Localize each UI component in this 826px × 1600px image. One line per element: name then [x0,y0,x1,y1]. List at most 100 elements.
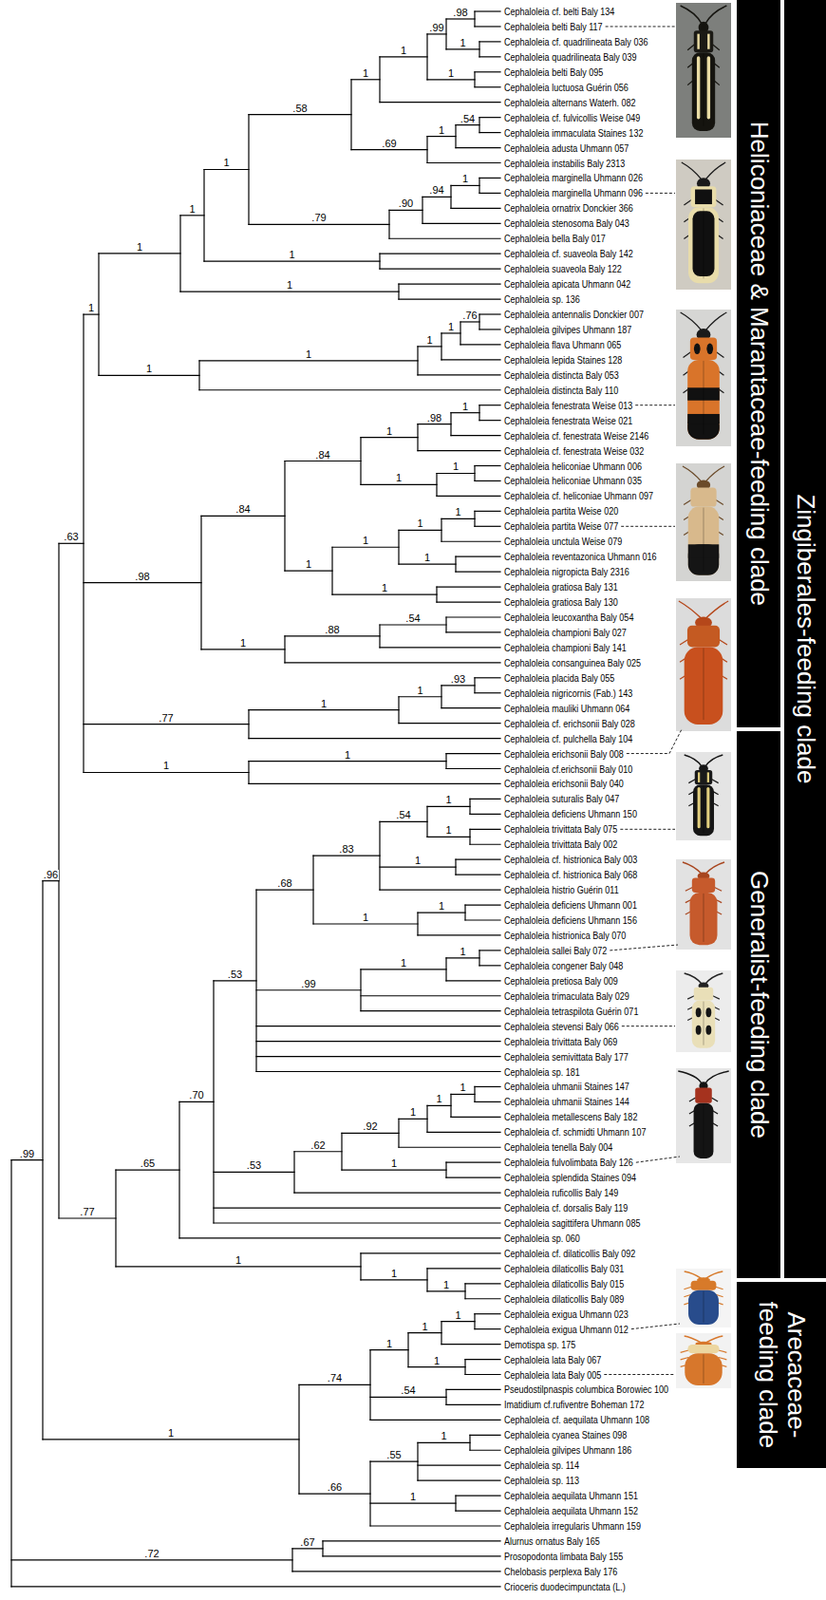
stripe [707,34,710,50]
taxon-label: Crioceris duodecimpunctata (L.) [504,1579,626,1594]
taxon-label: Cephaloleia gilvipes Uhmann 187 [504,322,632,337]
antenna [684,973,702,984]
tree-branch [398,722,501,724]
tree-branch [479,192,501,194]
support-value: .99 [300,978,317,990]
suture [703,647,705,720]
tree-branch [445,617,447,633]
tree-branch [397,283,399,300]
tree-branch [450,413,451,436]
taxon-label: Cephaloleia tetraspilota Guérin 071 [504,1004,639,1018]
support-value: .70 [187,1089,205,1101]
tree-branch [455,571,501,573]
tree-branch [417,1480,501,1482]
tree-branch [213,1206,501,1208]
tree-branch [57,543,59,1219]
support-value: .66 [326,1482,343,1493]
support-value: .83 [337,844,355,855]
support-value: .54 [404,613,421,624]
tree-branch [469,1434,501,1436]
taxon-label: Cephaloleia luctuosa Guérin 056 [504,80,629,94]
support-value: 1 [304,349,313,360]
suture [703,507,705,572]
taxon-label: Cephaloleia apicata Uhmann 042 [504,277,631,291]
support-value: .54 [459,113,476,125]
beetle-photo [675,1268,732,1328]
antenna [680,5,702,24]
tree-branch [58,1217,116,1219]
tree-branch [479,328,501,330]
taxon-label: Cephaloleia belti Baly 117 [504,19,603,34]
photo-ground [675,159,732,290]
tree-branch [359,437,361,486]
tree-branch [459,321,461,345]
taxon-label: Cephaloleia alternans Waterh. 082 [504,95,637,110]
leader-line [626,729,682,754]
tree-branch [465,1358,501,1360]
tree-branch [450,185,480,187]
taxon-label: Cephaloleia nigropicta Baly 2316 [504,564,630,579]
taxon-label: Cephaloleia pretiosa Baly 009 [504,974,619,988]
tree-branch [180,214,205,216]
taxon-label: Cephaloleia suaveola Baly 122 [504,262,622,276]
taxon-label: Cephaloleia immaculata Staines 132 [504,126,643,140]
tree-branch [408,1366,466,1368]
tree-branch [379,268,501,270]
tree-branch [360,968,447,970]
support-value: .99 [18,1148,36,1160]
elytra [688,206,719,283]
taxon-label: Imatidium cf.rufiventre Boheman 172 [504,1397,644,1411]
leader-line [635,404,676,406]
taxon-label: Cephaloleia cf. erichsonii Baly 028 [504,716,636,731]
tree-branch [417,1464,501,1466]
tree-branch [478,117,480,133]
tree-branch [469,828,470,845]
taxon-label: Cephaloleia dilaticollis Baly 031 [504,1261,624,1276]
elytra [684,646,724,725]
taxon-label: Cephaloleia exigua Uhmann 023 [504,1307,629,1321]
support-value: .54 [399,1385,416,1396]
elytra [694,1103,714,1159]
taxon-label: Cephaloleia gratiosa Baly 130 [504,595,619,609]
tree-branch [398,283,501,285]
tree-branch [292,1547,323,1549]
support-value: 1 [285,280,294,291]
tree-branch [212,980,214,1223]
tree-branch [455,859,501,861]
antenna [705,5,727,24]
photo-ground [675,1268,732,1328]
tree-branch [474,1328,501,1330]
tree-branch [370,1501,456,1503]
tree-branch [479,404,501,406]
tree-branch [455,1509,501,1511]
support-value: .96 [42,869,59,881]
photo-ground [675,859,732,950]
elytra [693,784,714,836]
taxon-label: Cephaloleia belti Baly 095 [504,65,603,79]
tree-branch [322,1539,501,1541]
tree-branch [473,510,475,526]
support-value: .98 [426,413,443,424]
tree-branch [379,56,428,57]
support-value: 1 [390,1268,398,1279]
tree-branch [369,1350,371,1421]
tree-branch [204,261,380,263]
tree-branch [474,1101,501,1103]
tree-branch [469,828,501,830]
antenna [705,312,727,331]
support-value: 1 [187,204,196,215]
tree-branch [474,525,501,527]
tree-branch [427,33,447,35]
taxon-label: Cephaloleia cf. dorsalis Baly 119 [504,1201,628,1215]
tree-branch [247,761,249,785]
suture [703,360,705,435]
tree-branch [284,570,333,572]
tree-branch [440,685,442,709]
leader-line [621,1025,676,1027]
photo-ground [675,970,732,1052]
tree-branch [427,162,501,164]
tree-branch [426,1105,428,1132]
tree-branch [478,314,480,330]
support-value: 1 [145,363,153,375]
